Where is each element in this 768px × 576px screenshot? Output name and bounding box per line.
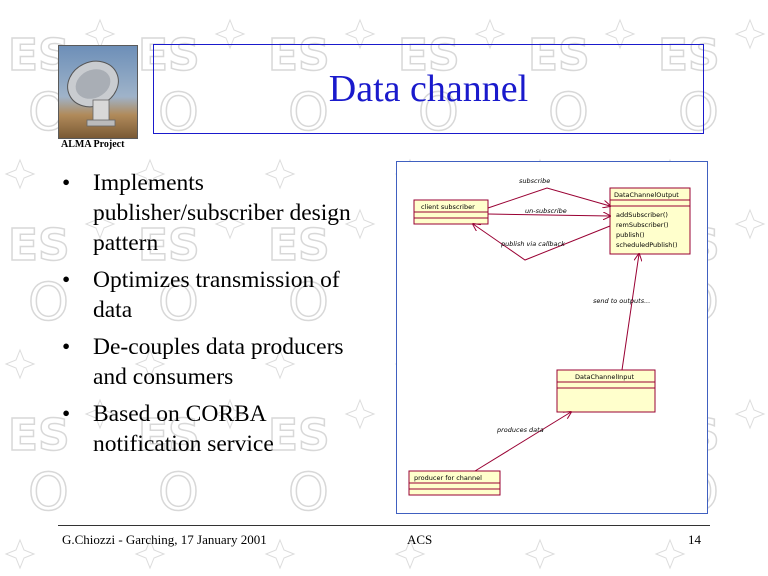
bullet-item: • De-couples data producers and consumers	[58, 332, 378, 392]
label-publish-callback: publish via callback	[500, 240, 565, 248]
bullet-item: • Based on CORBA notification service	[58, 399, 378, 459]
bullet-dot: •	[62, 334, 71, 360]
class-data-channel-output: DataChannelOutput addSubscriber() remSub…	[609, 187, 691, 255]
operation-rem-subscriber: remSubscriber()	[616, 221, 669, 229]
operation-add-subscriber: addSubscriber()	[616, 211, 668, 219]
class-name-input: DataChannelInput	[575, 373, 634, 381]
operation-publish: publish()	[616, 231, 645, 239]
alma-antenna-logo	[58, 45, 138, 139]
bullet-dot: •	[62, 170, 71, 196]
page-number: 14	[688, 532, 701, 547]
bullet-text: Optimizes transmission of data	[93, 267, 340, 323]
label-send-outputs: send to outputs...	[593, 297, 650, 305]
message-produces-data: produces data	[474, 412, 571, 472]
bullet-text: Based on CORBA notification service	[93, 401, 274, 457]
bullet-text: De-couples data producers and consumers	[93, 334, 344, 390]
title-box: Data channel	[153, 44, 704, 134]
class-name-client: client subscriber	[421, 203, 475, 211]
class-producer-for-channel: producer for channel	[408, 470, 501, 496]
footer-divider	[58, 525, 710, 526]
class-name-producer: producer for channel	[414, 474, 482, 482]
uml-diagram: client subscriber DataChannelOutput addS…	[408, 177, 691, 496]
uml-diagram-panel: client subscriber DataChannelOutput addS…	[396, 161, 708, 514]
message-unsubscribe: un-subscribe	[487, 207, 610, 216]
page-title: Data channel	[328, 68, 529, 110]
class-client-subscriber: client subscriber	[413, 199, 489, 225]
operation-scheduled-publish: scheduledPublish()	[616, 241, 678, 249]
label-subscribe: subscribe	[519, 177, 550, 185]
class-data-channel-input: DataChannelInput	[556, 369, 656, 413]
bullet-text: Implements publisher/subscriber design p…	[93, 170, 351, 256]
bullet-dot: •	[62, 267, 71, 293]
message-subscribe: subscribe	[487, 177, 610, 209]
antenna-image	[67, 60, 119, 127]
bullet-item: • Implements publisher/subscriber design …	[58, 168, 378, 258]
bullet-list: • Implements publisher/subscriber design …	[58, 168, 378, 466]
message-send-outputs: send to outputs...	[593, 254, 650, 371]
label-unsubscribe: un-subscribe	[525, 207, 567, 215]
bullet-dot: •	[62, 401, 71, 427]
footer-center: ACS	[407, 532, 433, 547]
class-name-output: DataChannelOutput	[614, 191, 679, 199]
bullet-item: • Optimizes transmission of data	[58, 265, 378, 325]
logo-caption: ALMA Project	[61, 139, 125, 150]
footer-author: G.Chiozzi - Garching, 17 January 2001	[62, 532, 267, 547]
label-produces-data: produces data	[496, 426, 544, 434]
message-publish-callback: publish via callback	[473, 224, 611, 261]
